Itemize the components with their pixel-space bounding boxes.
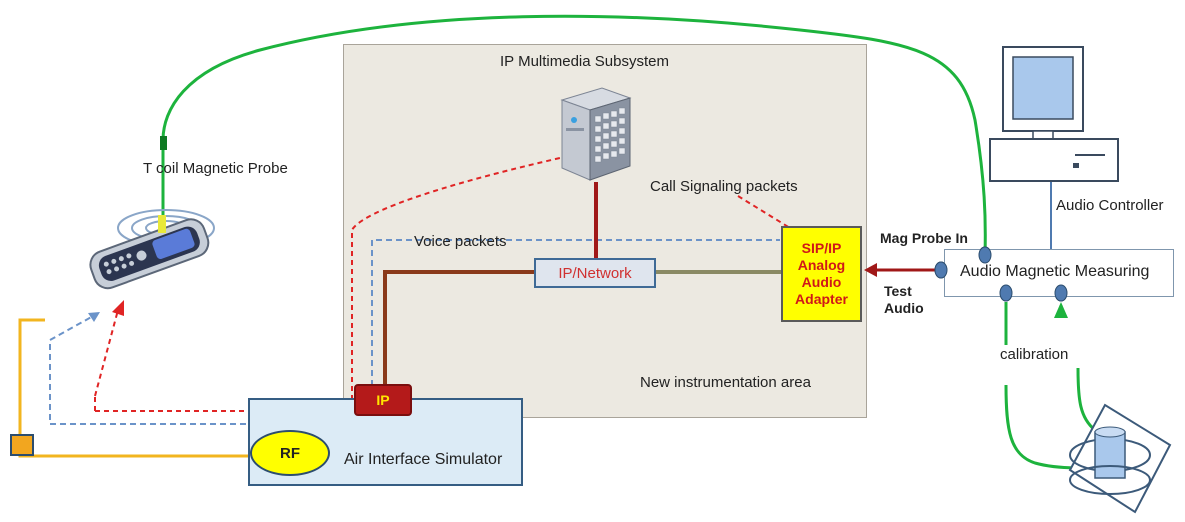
sip-adapter-line-1: SIP/IP xyxy=(801,240,842,256)
handset-icon xyxy=(89,209,215,290)
ims-title: IP Multimedia Subsystem xyxy=(500,53,669,70)
ip-to-network xyxy=(383,270,534,385)
audio-controller-label: Audio Controller xyxy=(1056,197,1164,214)
calibration-fixture xyxy=(1068,403,1172,514)
ip-node: IP xyxy=(354,384,412,416)
voice-packets-label: Voice packets xyxy=(414,233,507,250)
ip-label: IP xyxy=(376,392,390,408)
test-audio-arrowhead xyxy=(864,263,877,277)
ip-network-label: IP/Network xyxy=(558,264,632,282)
test-audio-line-2: Audio xyxy=(884,300,924,316)
sip-adapter-label: SIP/IP Analog Audio Adapter xyxy=(795,240,848,308)
signaling-arrowhead xyxy=(112,300,124,316)
server-icon xyxy=(560,87,632,181)
voice-arrowhead xyxy=(88,312,100,322)
voice-dash xyxy=(49,239,780,425)
audio-magnetic-label: Audio Magnetic Measuring xyxy=(960,263,1150,280)
calibration-label: calibration xyxy=(1000,346,1069,363)
ip-network-box: IP/Network xyxy=(534,258,656,288)
sip-adapter-line-3: Audio xyxy=(801,274,842,290)
test-audio-label: Test Audio xyxy=(884,283,924,317)
sip-adapter-line-2: Analog xyxy=(797,257,846,273)
tcoil-probe-tip xyxy=(160,136,167,150)
computer-icon xyxy=(989,46,1119,182)
rf-label: RF xyxy=(280,444,300,462)
tcoil-cable xyxy=(161,14,987,256)
mag-probe-in-label: Mag Probe In xyxy=(880,230,968,246)
sip-adapter-line-4: Adapter xyxy=(795,291,848,307)
sip-adapter-box: SIP/IP Analog Audio Adapter xyxy=(781,226,862,322)
air-interface-label: Air Interface Simulator xyxy=(344,451,503,468)
rf-coupler xyxy=(10,434,34,456)
rf-node: RF xyxy=(250,430,330,476)
call-signaling-label: Call Signaling packets xyxy=(650,178,798,195)
signaling-dash-sip xyxy=(737,195,791,229)
test-audio-line-1: Test xyxy=(884,283,912,299)
signaling-dash-handset xyxy=(94,309,119,397)
new-area-label: New instrumentation area xyxy=(640,374,811,391)
tcoil-probe-label: T coil Magnetic Probe xyxy=(143,160,288,177)
calibration-arrowhead xyxy=(1054,302,1068,318)
